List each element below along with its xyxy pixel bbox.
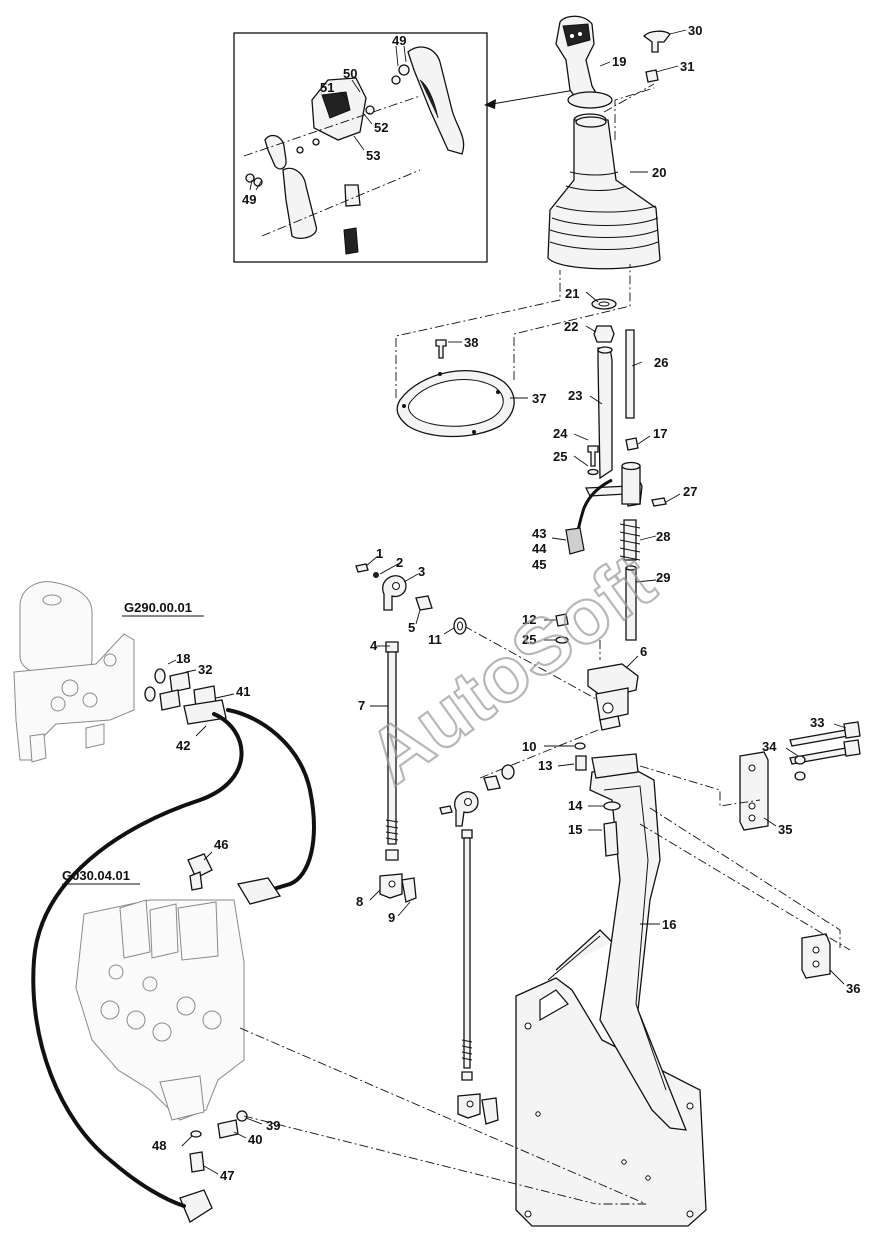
callout-50: 50: [343, 66, 357, 81]
callout-37: 37: [532, 391, 546, 406]
base-plate-assembly: 14 15 16: [515, 753, 707, 1227]
callout-33: 33: [810, 715, 824, 730]
callout-52: 52: [374, 120, 388, 135]
callout-13: 13: [538, 758, 552, 773]
detail-inset: 49 50 51 52 53 49: [233, 32, 488, 263]
callout-11: 11: [428, 632, 442, 647]
joystick-assembly: 30 31 19 20: [547, 15, 702, 270]
shaft-stack: 21 22 26 23 24 25 17 27 28 29 43 44 45: [532, 286, 697, 641]
callout-49-a: 49: [392, 33, 406, 48]
callout-29: 29: [656, 570, 670, 585]
callout-16: 16: [662, 917, 676, 932]
callout-41: 41: [236, 684, 250, 699]
callout-28: 28: [656, 529, 670, 544]
callout-6: 6: [640, 644, 647, 659]
callout-7: 7: [358, 698, 365, 713]
mounting-ring: 38 37: [395, 264, 631, 438]
callout-39: 39: [266, 1118, 280, 1133]
right-brackets: 33 34 35 36: [639, 715, 861, 996]
callout-22: 22: [564, 319, 578, 334]
callout-32: 32: [198, 662, 212, 677]
callout-43: 43: [532, 526, 546, 541]
callout-8: 8: [356, 894, 363, 909]
callout-25-b: 25: [522, 632, 536, 647]
callout-19: 19: [612, 54, 626, 69]
callout-46: 46: [214, 837, 228, 852]
callout-31: 31: [680, 59, 694, 74]
callout-9: 9: [388, 910, 395, 925]
callout-49-b: 49: [242, 192, 256, 207]
ref-G290: G290.00.01: [124, 600, 192, 615]
callout-2: 2: [396, 555, 403, 570]
callout-45: 45: [532, 557, 546, 572]
callout-42: 42: [176, 738, 190, 753]
detail-arrow: [484, 89, 576, 109]
callout-23: 23: [568, 388, 582, 403]
callout-25-a: 25: [553, 449, 567, 464]
callout-35: 35: [778, 822, 792, 837]
callout-30: 30: [688, 23, 702, 38]
pivot-block: 12 25 6 10 13: [463, 612, 647, 779]
callout-51: 51: [320, 80, 334, 95]
callout-15: 15: [568, 822, 582, 837]
callout-12: 12: [522, 612, 536, 627]
callout-10: 10: [522, 739, 536, 754]
callout-40: 40: [248, 1132, 262, 1147]
callout-36: 36: [846, 981, 860, 996]
rod-7-assembly: 1 2 3 4 5 11 7 8 9: [355, 546, 467, 925]
callout-3: 3: [418, 564, 425, 579]
callout-53: 53: [366, 148, 380, 163]
callout-18: 18: [176, 651, 190, 666]
callout-4: 4: [370, 638, 378, 653]
callout-47: 47: [220, 1168, 234, 1183]
callout-14: 14: [568, 798, 583, 813]
callout-26: 26: [654, 355, 668, 370]
accumulator-block: G290.00.01 18 32 41 42: [13, 581, 250, 763]
callout-27: 27: [683, 484, 697, 499]
callout-20: 20: [652, 165, 666, 180]
callout-5: 5: [408, 620, 415, 635]
callout-24: 24: [553, 426, 568, 441]
callout-44: 44: [532, 541, 547, 556]
callout-34: 34: [762, 739, 777, 754]
callout-1: 1: [376, 546, 383, 561]
callout-21: 21: [565, 286, 579, 301]
hydraulic-hoses: [31, 708, 316, 1208]
callout-38: 38: [464, 335, 478, 350]
callout-17: 17: [653, 426, 667, 441]
rod-center-assembly: [439, 764, 515, 1125]
valve-block: G030.04.01 46 39 40 48 47: [62, 837, 647, 1223]
callout-48: 48: [152, 1138, 166, 1153]
